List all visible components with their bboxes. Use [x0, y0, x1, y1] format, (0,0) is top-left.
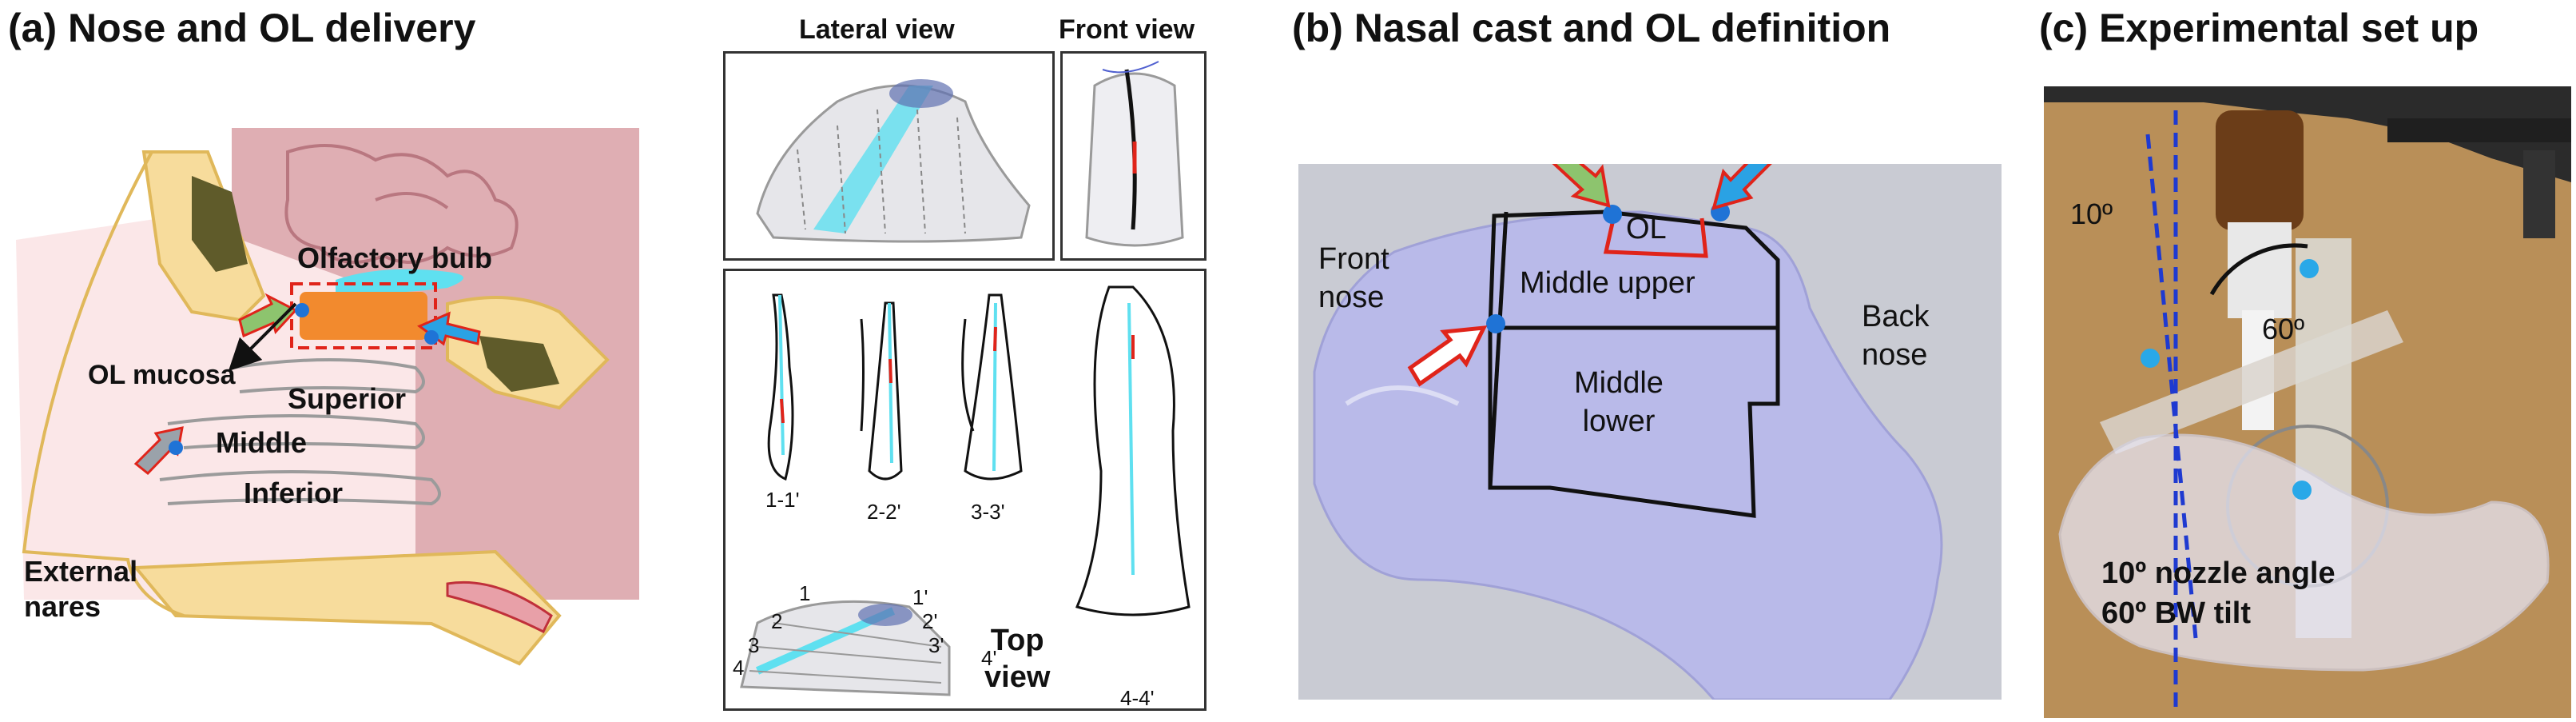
tilt-angle-arc: [2209, 243, 2308, 296]
ol-region-box: [1603, 215, 1708, 258]
top-marker-1: 1: [799, 581, 811, 605]
label-olfactory-bulb: Olfactory bulb: [297, 241, 493, 274]
top-marker-4p: 4': [981, 646, 997, 670]
middle-dot: [169, 441, 183, 455]
blue-arrow-b: [1711, 164, 1772, 210]
section-label-4: 4-4': [1120, 686, 1155, 710]
marker-dot-1: [2300, 259, 2319, 278]
lateral-view-title: Lateral view: [799, 14, 955, 45]
caption-bw-tilt: 60º BW tilt: [2101, 596, 2251, 630]
section-label-3: 3-3': [971, 500, 1005, 524]
top-marker-3: 3: [748, 633, 760, 657]
lateral-view-box: [723, 51, 1055, 261]
caption-nozzle-angle: 10º nozzle angle: [2101, 556, 2335, 590]
label-middle: Middle: [216, 426, 307, 459]
experimental-setup-photo: [2044, 86, 2571, 718]
front-nose-dot: [1486, 314, 1505, 333]
top-marker-1p: 1': [912, 585, 928, 609]
label-front-nose: Front nose: [1318, 242, 1389, 314]
section-label-2: 2-2': [867, 500, 901, 524]
label-ol-mucosa: OL mucosa: [88, 360, 236, 390]
ol-exit-dot: [424, 330, 439, 345]
top-marker-3p: 3': [928, 633, 944, 657]
label-superior: Superior: [288, 382, 407, 415]
top-view-title: Top view: [984, 624, 1051, 694]
sphenoid-sinus: [479, 336, 559, 392]
label-angle-60: 60º: [2262, 313, 2305, 345]
frontal-sinus: [192, 176, 248, 272]
nasal-cast-photo: [1298, 164, 2002, 700]
olfactory-bulb-shape: [336, 269, 463, 293]
nozzle-axis-line: [2145, 134, 2198, 639]
panel-a-title: (a) Nose and OL delivery: [8, 6, 476, 50]
mucosa-pointer-arrow: [228, 302, 297, 372]
ol-entry-dot: [295, 303, 309, 317]
top-marker-2p: 2': [922, 609, 938, 633]
label-external-nares: External nares: [24, 555, 138, 623]
nose-outline: [22, 151, 185, 617]
white-arrow-b: [1407, 325, 1488, 387]
nose-anatomy-diagram: [16, 128, 639, 666]
label-angle-10: 10º: [2070, 197, 2113, 230]
cross-sections-box: [723, 269, 1207, 711]
ol-front-dot: [1603, 205, 1622, 224]
region-outline-lower: [1488, 325, 1780, 518]
ol-region-dashed-box: [290, 282, 437, 349]
brain-tissue: [232, 128, 639, 600]
marker-dot-2: [2141, 349, 2160, 368]
gray-arrow: [133, 426, 184, 476]
bone-palate: [132, 549, 562, 666]
top-marker-4: 4: [733, 656, 745, 680]
top-marker-2: 2: [771, 609, 783, 633]
label-back-nose: Back nose: [1862, 300, 1930, 372]
green-arrow-b: [1552, 164, 1611, 208]
olfactory-mucosa-patch: [300, 292, 427, 340]
label-middle-upper: Middle upper: [1520, 266, 1695, 300]
panel-b-title: (b) Nasal cast and OL definition: [1292, 6, 1891, 50]
label-ol: OL: [1626, 212, 1667, 245]
front-view-box: [1060, 51, 1207, 261]
green-arrow: [238, 293, 298, 338]
label-middle-lower: Middle lower: [1574, 366, 1664, 438]
label-inferior: Inferior: [244, 477, 344, 509]
marker-dot-3: [2292, 481, 2312, 500]
front-view-title: Front view: [1059, 14, 1195, 45]
section-label-1: 1-1': [765, 488, 800, 512]
panel-c-title: (c) Experimental set up: [2039, 6, 2479, 50]
